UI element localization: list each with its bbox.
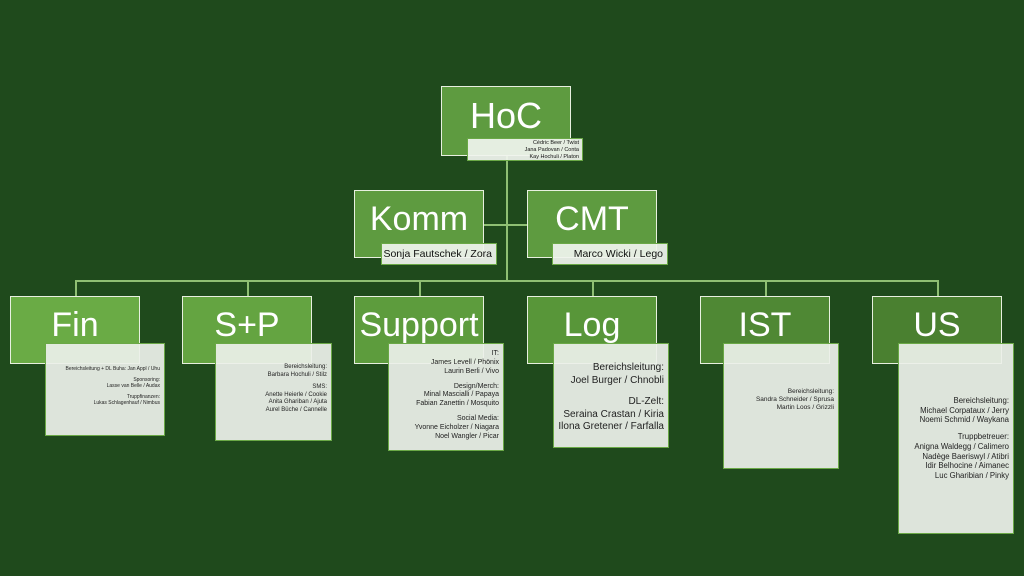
connector-drop bbox=[765, 280, 767, 296]
member-section: Bereichsleitung:Barbara Hochuli / Stilz bbox=[216, 364, 327, 379]
member-line: Bereichsleitung: bbox=[284, 364, 327, 370]
hoc-members: Cédric Beer / Twist Jana Padovan / Conta… bbox=[467, 138, 583, 161]
member-line: Bereichsleitung: bbox=[953, 396, 1009, 405]
member-line: Noemi Schmid / Waykana bbox=[919, 415, 1009, 425]
member-line: Yvonne Eicholzer / Niagara bbox=[414, 423, 499, 431]
member-line: Idir Belhocine / Aimanec bbox=[925, 461, 1009, 471]
hoc-title: HoC bbox=[469, 95, 543, 136]
member-line: IT: bbox=[491, 350, 499, 357]
unit-title: US bbox=[913, 306, 961, 344]
member: Marco Wicki / Lego bbox=[573, 248, 663, 260]
member-section: Bereichsleitung:Michael Corpataux / Jerr… bbox=[899, 396, 1009, 425]
member-line: Anita Ghariban / Ajuta bbox=[268, 399, 327, 406]
member-line: Truppfinanzen: bbox=[126, 393, 160, 400]
connector-drop bbox=[75, 280, 77, 296]
member-line: Michael Corpataux / Jerry bbox=[920, 405, 1009, 415]
member-line: Truppbetreuer: bbox=[957, 432, 1009, 442]
connector-hoc-trunk bbox=[506, 155, 508, 280]
member-section: Bereichsleitung:Joel Burger / Chnobli bbox=[554, 362, 664, 387]
member-line: Anigna Waldegg / Calimero bbox=[914, 441, 1009, 451]
member-line: Noel Wangler / Picar bbox=[435, 432, 499, 440]
unit-title: S+P bbox=[214, 306, 280, 344]
member-line: Seraina Crastan / Kiria bbox=[563, 408, 664, 420]
member-line: Barbara Hochuli / Stilz bbox=[267, 371, 327, 378]
member-line: Bereichsleitung: bbox=[592, 362, 664, 373]
member: Cédric Beer / Twist bbox=[532, 140, 579, 146]
member-line: Anette Heierle / Cookie bbox=[265, 391, 327, 398]
member-line: Fabian Zanettin / Mosquito bbox=[416, 400, 499, 408]
member: Jana Padovan / Conta bbox=[524, 146, 579, 153]
member-line: Martin Loos / Grizzli bbox=[776, 404, 834, 412]
member-line: Sponsoring: bbox=[133, 376, 160, 383]
member-line: Lasse van Belle / Audax bbox=[106, 383, 160, 389]
unit-members: Bereichsleitung:Sandra Schneider / Sprus… bbox=[723, 343, 839, 469]
connector-drop bbox=[247, 280, 249, 296]
connector-drop bbox=[937, 280, 939, 296]
member-section: Bereichsleitung:Sandra Schneider / Sprus… bbox=[724, 388, 834, 412]
unit-title: Fin bbox=[51, 306, 99, 344]
member-line: James Levell / Phönix bbox=[430, 358, 499, 366]
member-line: Nadège Baeriswyl / Atibri bbox=[922, 451, 1009, 461]
member-section: Bereichsleitung + DL Buha: Jan Appl / Uh… bbox=[46, 366, 160, 372]
member-line: DL-Zelt: bbox=[628, 396, 664, 407]
unit-members: Bereichsleitung:Michael Corpataux / Jerr… bbox=[898, 343, 1014, 534]
member-line: Sandra Schneider / Sprusa bbox=[755, 396, 834, 404]
member-line: Laurin Berli / Vivo bbox=[444, 367, 499, 375]
member-line: Bereichsleitung + DL Buha: Jan Appl / Uh… bbox=[65, 366, 160, 372]
member-line: Social Media: bbox=[456, 415, 499, 423]
connector-komm-cmt bbox=[484, 224, 527, 226]
komm-title: Komm bbox=[369, 200, 469, 238]
connector-drop bbox=[592, 280, 594, 296]
member-line: Minal Mascialli / Papaya bbox=[423, 391, 499, 399]
unit-title: Support bbox=[359, 306, 479, 344]
member-section: Sponsoring:Lasse van Belle / Audax bbox=[46, 377, 160, 390]
unit-members: Bereichsleitung + DL Buha: Jan Appl / Uh… bbox=[45, 343, 165, 436]
cmt-title: CMT bbox=[555, 200, 629, 238]
member-line: Joel Burger / Chnobli bbox=[570, 374, 664, 386]
connector-horizontal bbox=[75, 280, 938, 282]
cmt-members: Marco Wicki / Lego bbox=[552, 243, 668, 265]
unit-title: Log bbox=[563, 306, 621, 344]
member-line: Ilona Gretener / Farfalla bbox=[558, 421, 664, 432]
member-section: Truppfinanzen:Lukas Schlagenhauf / Nimbu… bbox=[46, 394, 160, 407]
unit-title: IST bbox=[738, 306, 792, 344]
member: Sonja Fautschek / Zora bbox=[383, 248, 492, 260]
komm-members: Sonja Fautschek / Zora bbox=[381, 243, 497, 265]
member-line: Luc Gharibian / Pinky bbox=[934, 471, 1009, 481]
member-line: Aurel Büche / Cannelle bbox=[265, 406, 327, 413]
member-line: Lukas Schlagenhauf / Nimbus bbox=[93, 400, 160, 406]
member-line: Design/Merch: bbox=[453, 382, 499, 390]
connector-drop bbox=[419, 280, 421, 296]
member-line: Bereichsleitung: bbox=[787, 388, 834, 395]
member: Kay Hochuli / Platon bbox=[529, 153, 579, 160]
member-line: SMS: bbox=[312, 384, 327, 391]
